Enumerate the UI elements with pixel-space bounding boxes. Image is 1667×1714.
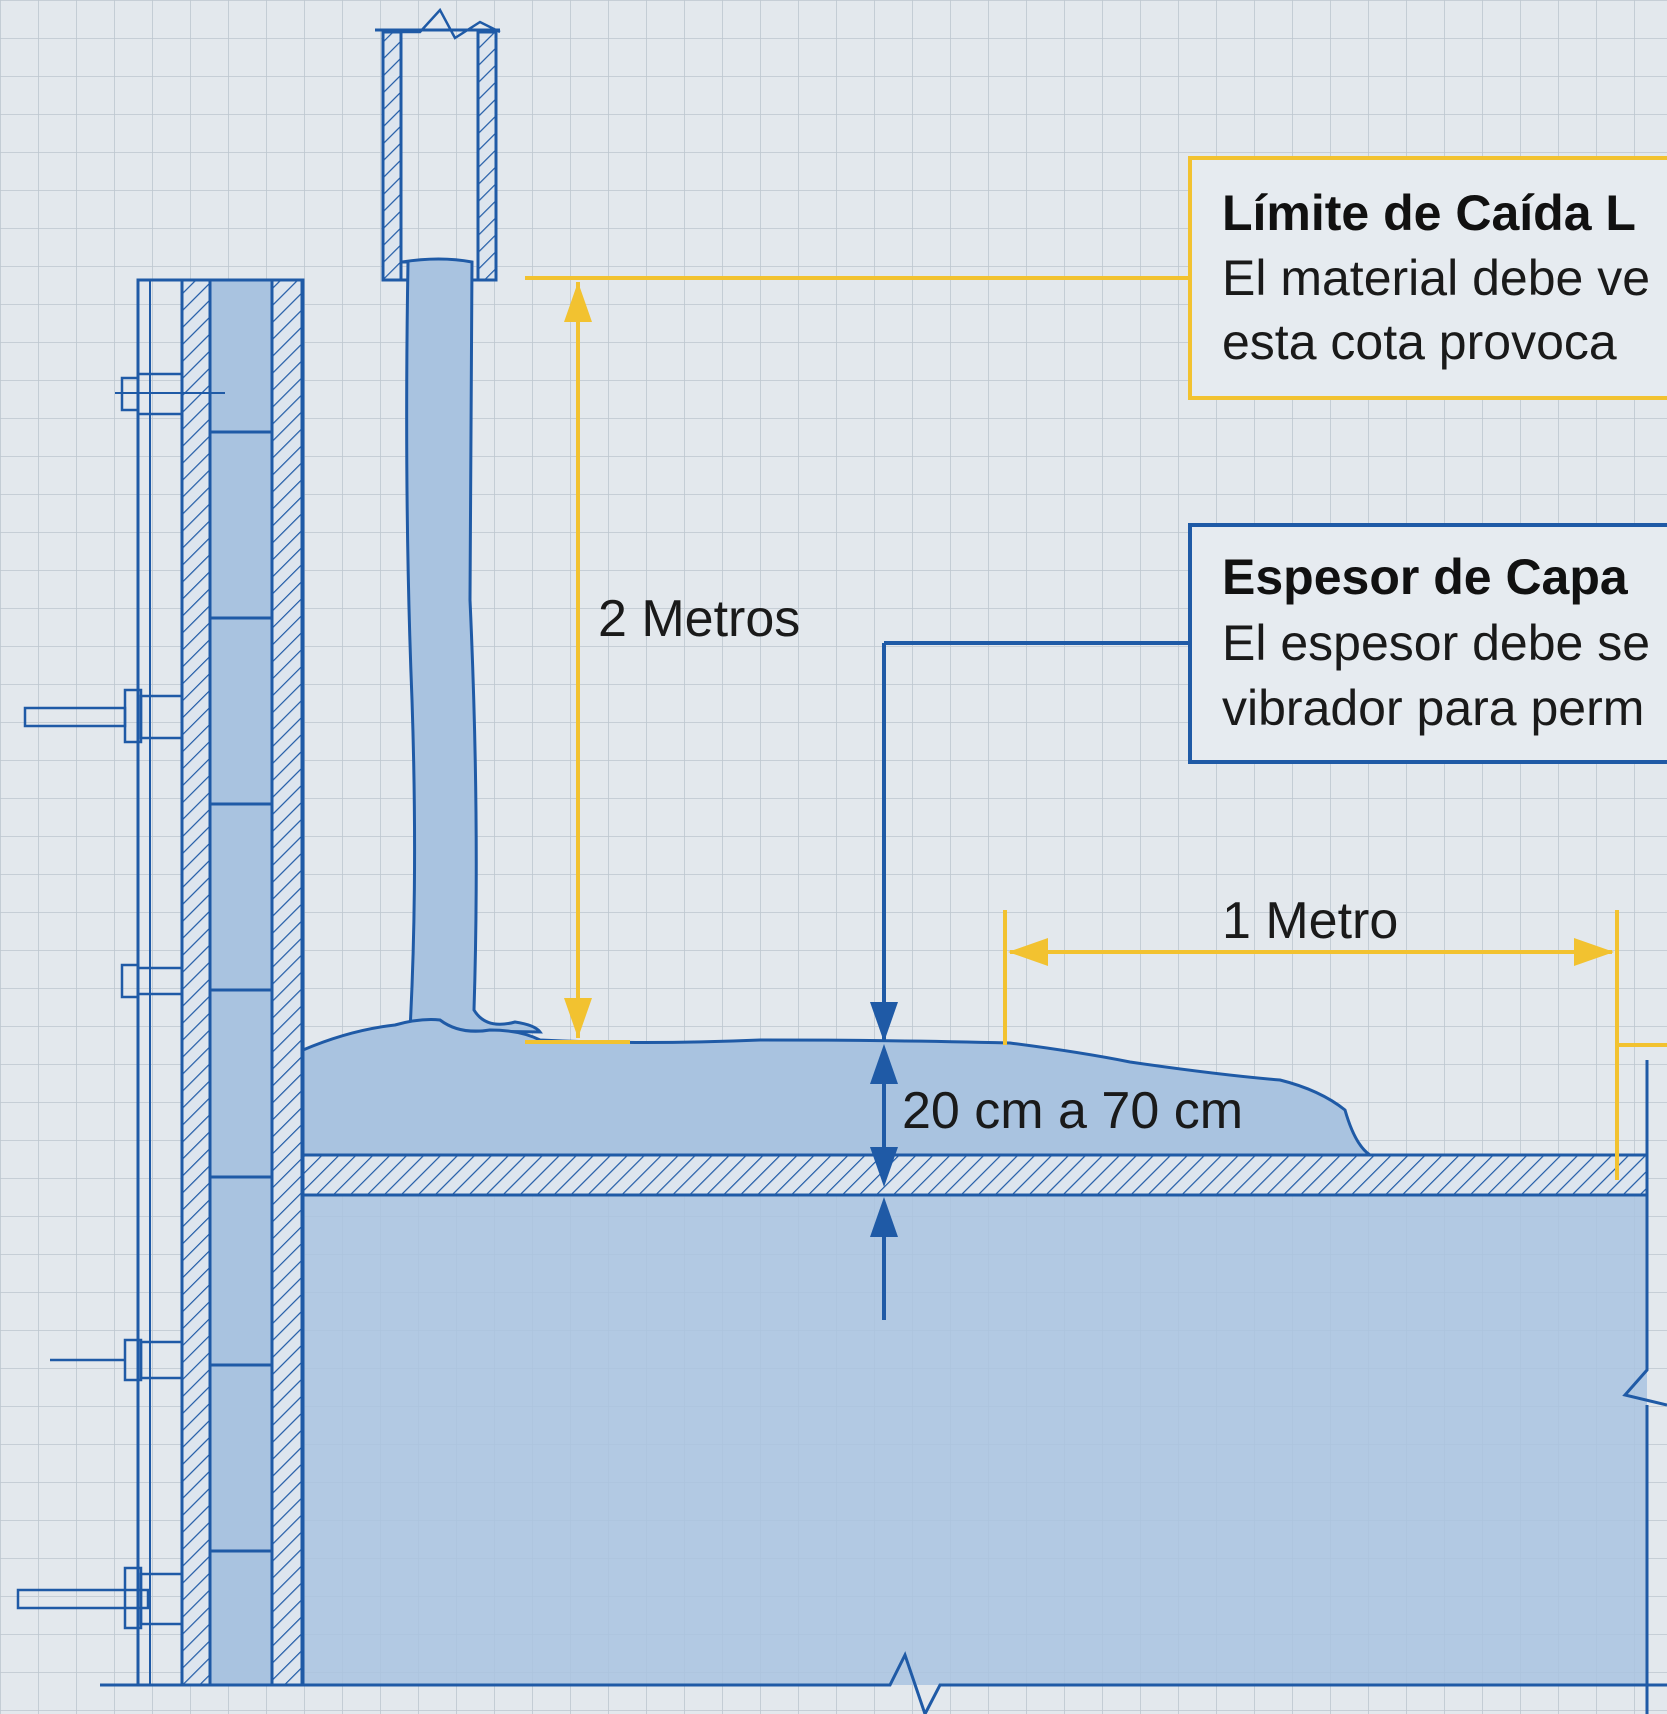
arrowhead-right-icon [1574, 938, 1614, 966]
arrowhead-up-icon [870, 1044, 898, 1084]
concrete-layer [301, 1018, 1375, 1157]
ground-line [100, 1651, 1667, 1714]
form-tie [120, 963, 184, 999]
drop-height-dimension [525, 276, 1190, 1044]
spread-length-label: 1 Metro [1222, 892, 1398, 950]
formwork-panel-left [180, 278, 212, 1687]
form-tie [50, 1338, 184, 1382]
arrowhead-left-icon [1008, 938, 1048, 966]
callout-drop-limit-title: Límite de Caída L [1222, 185, 1636, 241]
section-break-right [1622, 1060, 1667, 1714]
form-tie [16, 1566, 184, 1630]
concrete-stream [401, 257, 543, 1034]
arrowhead-up-icon [564, 282, 592, 322]
callout-layer-thickness: Espesor de Capa El espesor debe se vibra… [1188, 523, 1667, 764]
arrowhead-down-icon [870, 1147, 898, 1187]
previous-layer-band [301, 1153, 1649, 1197]
drop-height-label: 2 Metros [598, 590, 800, 648]
pour-chute [375, 7, 501, 282]
layer-thickness-dimension [870, 641, 1190, 1320]
formwork-panel-right [270, 278, 304, 1687]
callout-drop-limit-line-1: El material debe ve [1222, 250, 1650, 306]
concrete-base-mass [300, 1195, 1647, 1685]
form-tie [23, 688, 184, 744]
callout-layer-thickness-title: Espesor de Capa [1222, 549, 1629, 605]
callout-layer-thickness-line-2: vibrador para perm [1222, 680, 1644, 736]
callout-layer-thickness-line-1: El espesor debe se [1222, 615, 1650, 671]
form-tie [115, 372, 225, 416]
arrowhead-down-icon [870, 1002, 898, 1042]
formwork-studs [208, 278, 274, 1687]
spread-length-dimension [1003, 910, 1667, 1180]
layer-range-label: 20 cm a 70 cm [902, 1082, 1243, 1140]
arrowhead-down-icon [564, 998, 592, 1038]
arrowhead-up-icon [870, 1197, 898, 1237]
callout-drop-limit-line-2: esta cota provoca [1222, 314, 1617, 370]
callout-drop-limit: Límite de Caída L El material debe ve es… [1188, 156, 1667, 400]
